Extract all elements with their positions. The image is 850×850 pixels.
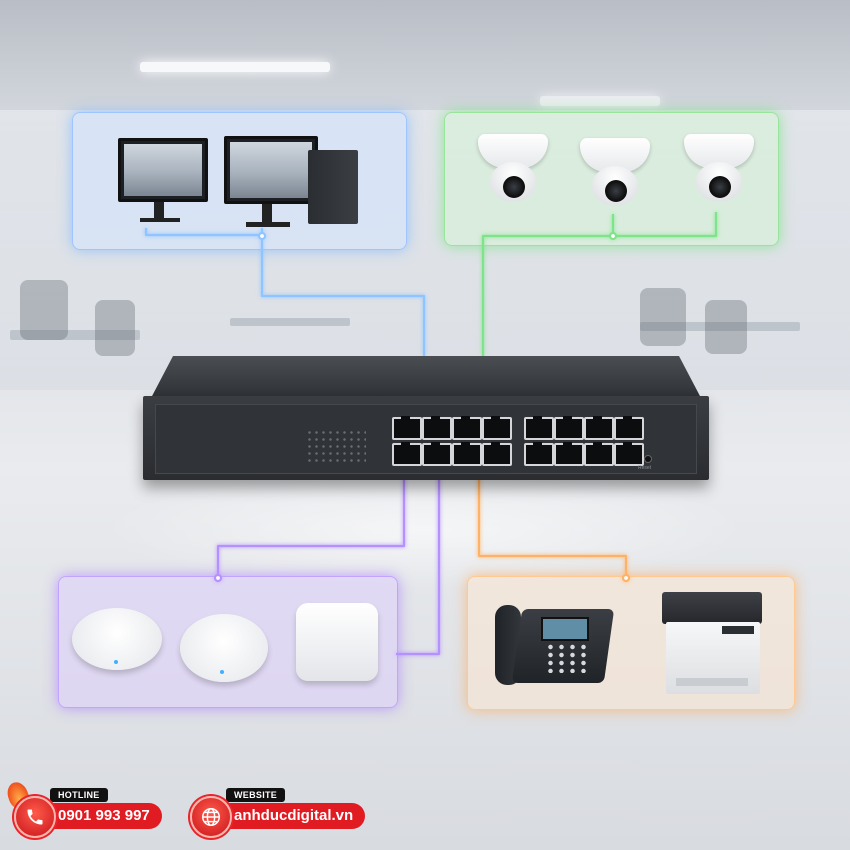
dome-camera xyxy=(684,134,754,204)
switch-port xyxy=(524,442,554,466)
printer-tray xyxy=(676,678,748,686)
reset-button[interactable] xyxy=(644,455,652,463)
wire-office-devices xyxy=(477,462,628,578)
dome-camera xyxy=(478,134,548,204)
switch-port xyxy=(452,442,482,466)
switch-faceplate: Reset xyxy=(155,404,697,474)
switch-port xyxy=(614,416,644,440)
phone-icon xyxy=(14,796,56,838)
ceiling-light xyxy=(140,62,330,72)
printer-scanner-lid xyxy=(662,592,762,624)
switch-port xyxy=(482,442,512,466)
monitor xyxy=(224,136,324,232)
switch-port xyxy=(452,416,482,440)
printer-control-panel xyxy=(722,626,754,634)
globe-icon xyxy=(190,796,232,838)
wire-access-points-2 xyxy=(396,462,441,656)
office-chair xyxy=(705,300,747,354)
wire-junction xyxy=(257,231,267,241)
access-point-round xyxy=(180,614,268,682)
ceiling-light xyxy=(540,96,660,106)
website-url: anhducdigital.vn xyxy=(214,803,366,829)
reset-label: Reset xyxy=(638,465,652,471)
access-point-round xyxy=(72,608,162,670)
dome-camera xyxy=(580,138,650,208)
desktop-tower xyxy=(308,150,358,224)
office-desk xyxy=(230,318,350,326)
switch-port xyxy=(554,442,584,466)
switch-port xyxy=(614,442,644,466)
wire-junction xyxy=(621,573,631,583)
switch-top xyxy=(151,356,701,398)
website-label: WEBSITE xyxy=(226,788,286,802)
wire-junction xyxy=(213,573,223,583)
status-led-grid xyxy=(306,429,366,465)
switch-front: Reset xyxy=(143,396,709,480)
office-desk xyxy=(10,330,140,340)
wire-workstations xyxy=(144,228,426,356)
wire-access-points xyxy=(216,462,406,578)
ceiling xyxy=(0,0,850,120)
monitor xyxy=(118,138,208,226)
switch-port xyxy=(554,416,584,440)
office-desk xyxy=(640,322,800,331)
office-chair xyxy=(20,280,68,340)
wire-junction xyxy=(608,231,618,241)
network-switch: Reset xyxy=(143,356,709,482)
switch-port xyxy=(482,416,512,440)
office-chair xyxy=(640,288,686,346)
ip-phone xyxy=(495,603,615,685)
office-chair xyxy=(95,300,135,356)
switch-port xyxy=(584,416,614,440)
switch-port xyxy=(422,416,452,440)
hotline-number: 0901 993 997 xyxy=(38,803,162,829)
phone-keypad xyxy=(545,643,589,673)
switch-port xyxy=(584,442,614,466)
phone-display xyxy=(541,617,589,641)
wire-cameras xyxy=(481,212,718,356)
floor-glow xyxy=(100,470,750,590)
switch-port xyxy=(392,442,422,466)
switch-port xyxy=(392,416,422,440)
switch-port xyxy=(422,442,452,466)
hotline-label: HOTLINE xyxy=(50,788,108,802)
access-point-square xyxy=(296,603,378,681)
switch-port xyxy=(524,416,554,440)
laser-printer xyxy=(662,592,762,696)
